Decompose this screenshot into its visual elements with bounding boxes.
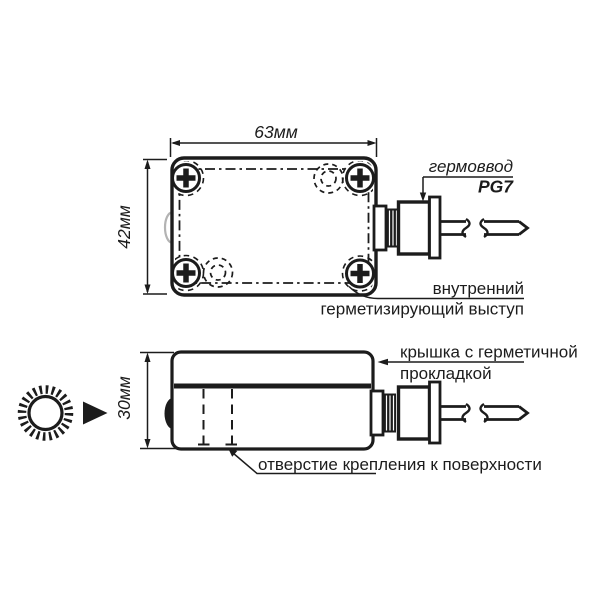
sun-icon: [17, 385, 74, 441]
side-view: 30мм: [114, 343, 578, 475]
cable-with-break: [440, 402, 530, 424]
top-width-label: 63мм: [254, 122, 297, 142]
top-height-label: 42мм: [114, 205, 134, 248]
screw-bottom-left: [171, 258, 201, 288]
screw-top-left: [171, 163, 201, 193]
leader-arrow: [377, 358, 388, 366]
cable-gland-top: [372, 195, 530, 260]
cover-note-line1: крышка с герметичной: [400, 343, 578, 362]
screw-boss-outlines: [175, 161, 373, 292]
mounting-hole-hidden: [198, 389, 237, 446]
right-arrow-icon: [83, 401, 108, 425]
dimension-arrow: [367, 140, 377, 146]
seal-note-line1: внутренний: [433, 279, 524, 298]
screw-top-right: [345, 163, 375, 193]
side-height-dimension: 30мм: [114, 351, 180, 450]
leader-arrow: [228, 448, 238, 457]
dimension-arrow: [144, 159, 151, 169]
mount-hole-note: отверстие крепления к поверхности: [228, 448, 542, 475]
corner-screws: [171, 163, 375, 289]
dimension-arrow: [144, 284, 151, 294]
cable-with-break: [440, 217, 530, 239]
cover-note: крышка с герметичной прокладкой: [377, 343, 578, 383]
gland-flange: [428, 195, 442, 260]
screw-bottom-right: [345, 258, 375, 289]
seal-note-line2: герметизирующий выступ: [320, 300, 524, 319]
mount-hole-note-text: отверстие крепления к поверхности: [258, 455, 542, 474]
dimension-arrow: [171, 140, 180, 146]
dimension-arrow: [144, 439, 151, 449]
side-height-label: 30мм: [114, 376, 134, 419]
enclosure-outline-side: [170, 350, 375, 451]
lens-bump-outline: [163, 211, 173, 244]
lens-bump-side: [164, 398, 173, 429]
gland-neck: [372, 204, 388, 252]
inner-seal-outline: [178, 168, 370, 284]
gland-neck: [369, 389, 385, 437]
cover-note-line2: прокладкой: [400, 364, 492, 383]
gland-type-label: PG7: [478, 177, 514, 197]
cable-gland-side: [369, 380, 530, 445]
dimension-arrow: [144, 352, 151, 362]
width-dimension: 63мм: [169, 122, 378, 157]
top-view: 63мм 42мм: [114, 122, 530, 319]
gland-label: гермоввод: [429, 157, 513, 176]
height-dimension: 42мм: [114, 158, 167, 295]
gland-callout: гермоввод PG7: [419, 157, 514, 202]
gland-flange: [428, 380, 442, 445]
seal-note: внутренний герметизирующий выступ: [320, 279, 524, 319]
sun-icon-core: [27, 394, 64, 432]
gland-body: [396, 200, 432, 256]
leader-arrow: [419, 192, 427, 202]
gland-body: [396, 385, 432, 441]
light-direction-indicator: [17, 385, 108, 441]
